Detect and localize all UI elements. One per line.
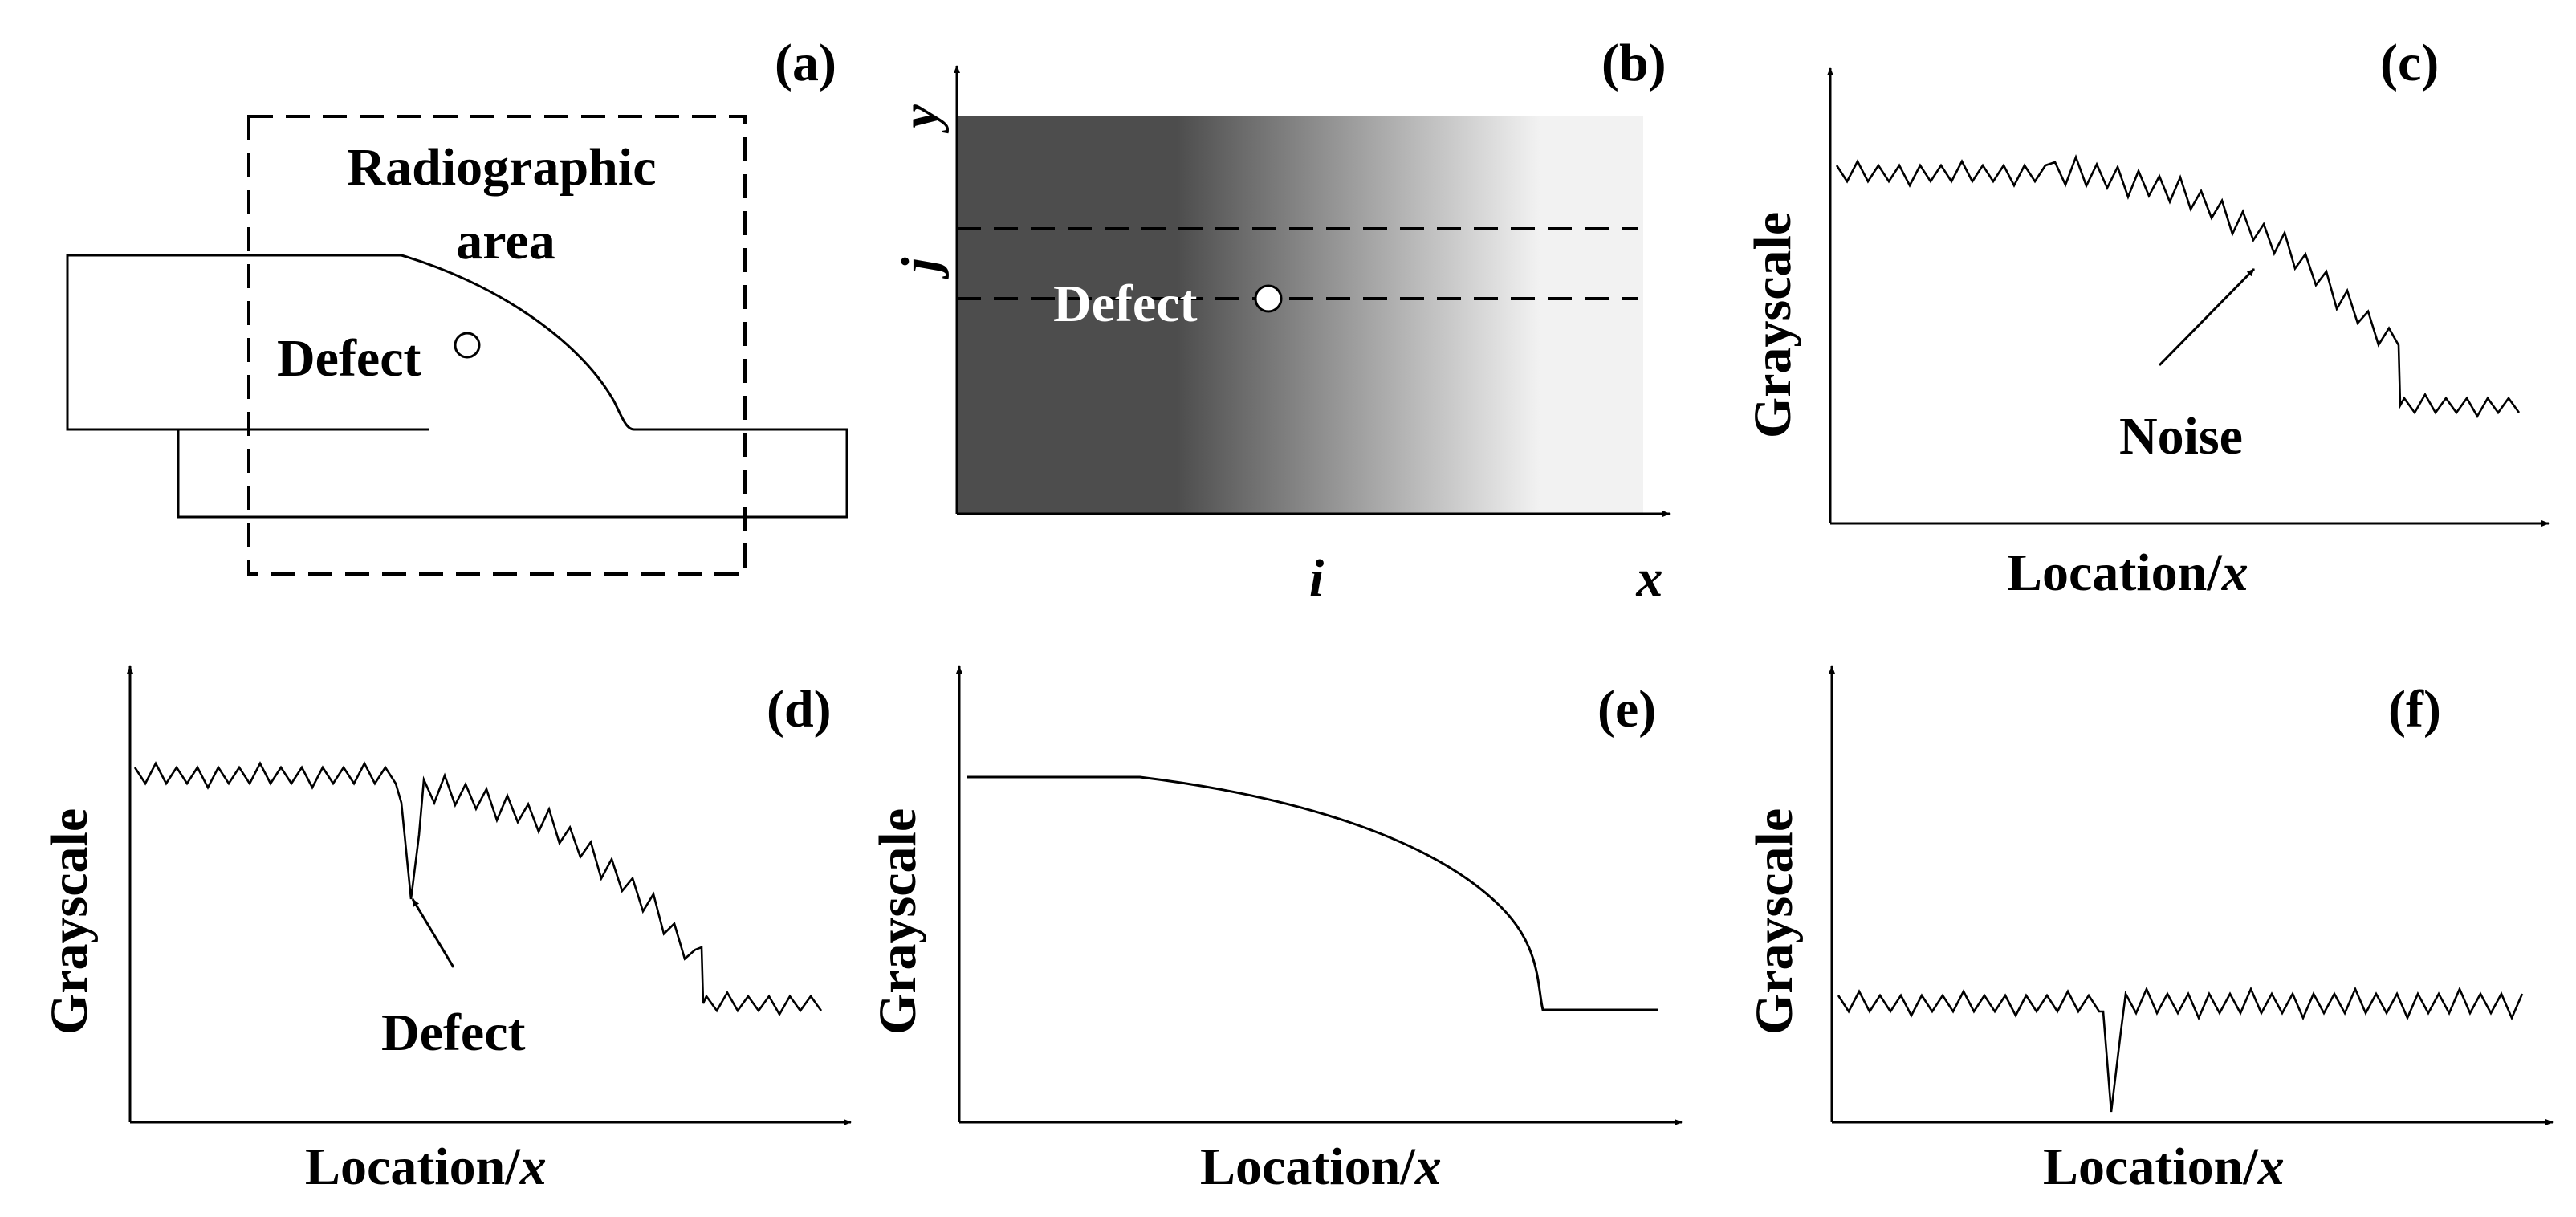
- panel-tag-d: (d): [767, 680, 832, 739]
- panel-f: Grayscale Location/x (f): [1745, 665, 2554, 1196]
- defect-marker-a: [454, 332, 481, 359]
- y-axis-label-e: Grayscale: [869, 808, 927, 1035]
- noise-label: Noise: [2119, 407, 2243, 466]
- x-axis-label-c-main: Location/: [2007, 543, 2223, 602]
- x-axis-label-c-var: x: [2221, 543, 2248, 602]
- grayscale-signal-d: [133, 761, 823, 1017]
- i-label: i: [1309, 549, 1325, 608]
- panel-tag-b: (b): [1601, 34, 1666, 92]
- x-axis-label-c: Location/x: [2007, 543, 2248, 602]
- panel-d: Defect Grayscale Location/x (d): [40, 665, 852, 1196]
- grayscale-signal-f: [1837, 986, 2524, 1113]
- y-axis-label-c: Grayscale: [1744, 212, 1802, 438]
- noise-arrow: [2158, 267, 2256, 367]
- area-label-line1: Radiographic: [347, 138, 656, 197]
- panel-c: Noise Grayscale Location/x (c): [1744, 34, 2550, 602]
- panel-tag-c: (c): [2380, 34, 2439, 92]
- x-axis-label-f: Location/x: [2043, 1138, 2285, 1196]
- panel-tag-f: (f): [2388, 680, 2441, 739]
- y-axis-label-f: Grayscale: [1745, 808, 1804, 1035]
- panel-a: Radiographic area Defect (a): [66, 34, 848, 576]
- radiograph-image: [957, 116, 1643, 514]
- y-axis-label-d: Grayscale: [40, 808, 99, 1035]
- x-axis-label-d-main: Location/: [305, 1138, 521, 1196]
- x-axis-label-f-var: x: [2257, 1138, 2285, 1196]
- x-axis-label-f-main: Location/: [2043, 1138, 2259, 1196]
- defect-marker-b: [1254, 284, 1283, 313]
- grayscale-curve-e: [967, 775, 1658, 1011]
- defect-label-a: Defect: [277, 329, 421, 388]
- defect-label-d: Defect: [381, 1003, 526, 1062]
- x-axis-label-d-var: x: [519, 1138, 547, 1196]
- defect-label-b: Defect: [1053, 275, 1198, 333]
- defect-arrow: [411, 898, 455, 968]
- area-label-line2: area: [456, 212, 555, 271]
- panel-tag-e: (e): [1597, 680, 1656, 739]
- panel-b: Defect y j i x (b): [891, 34, 1671, 608]
- upper-plate: [66, 254, 848, 519]
- y-axis-label-b: y: [891, 104, 950, 134]
- x-axis-label-b: x: [1636, 549, 1663, 608]
- radiographic-area-box: [247, 115, 747, 576]
- grayscale-signal-c: [1835, 153, 2521, 419]
- j-label: j: [891, 257, 950, 279]
- x-axis-label-e-main: Location/: [1200, 1138, 1416, 1196]
- x-axis-label-e-var: x: [1414, 1138, 1442, 1196]
- x-axis-label-d: Location/x: [305, 1138, 547, 1196]
- panel-tag-a: (a): [775, 34, 836, 92]
- x-axis-label-e: Location/x: [1200, 1138, 1442, 1196]
- panel-e: Grayscale Location/x (e): [869, 665, 1683, 1196]
